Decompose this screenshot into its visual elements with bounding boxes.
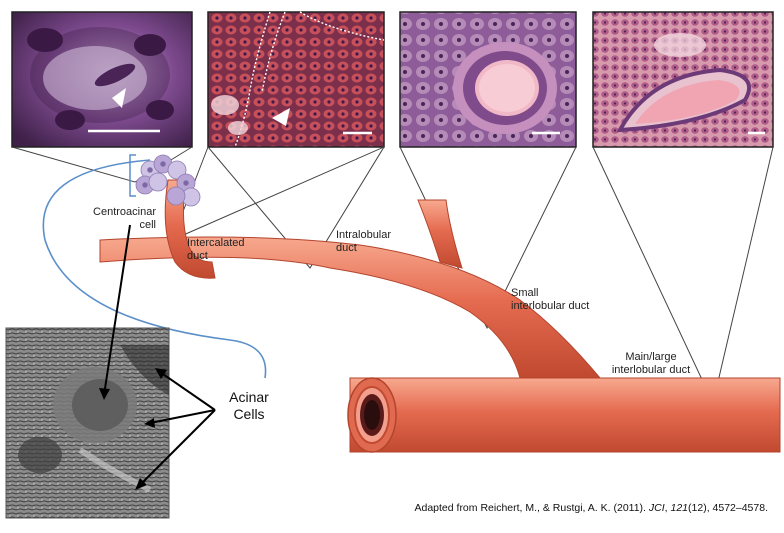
- label-small-interlobular-duct: Small interlobular duct: [511, 287, 589, 313]
- arrowhead-icon: [272, 108, 290, 126]
- label-intercalated-line1: Intercalated: [187, 237, 245, 249]
- caption-volume: 121: [670, 502, 689, 514]
- caption-suffix: (12), 4572–4578.: [688, 502, 768, 514]
- label-main-line2: interlobular duct: [611, 364, 691, 376]
- arrowhead-icon: [112, 88, 126, 108]
- arrowhead-icon: [144, 418, 155, 428]
- label-main-line1: Main/large: [625, 351, 677, 363]
- label-intralobular-line1: Intralobular: [336, 229, 392, 241]
- micrograph-interlobular: [592, 11, 774, 148]
- caption-journal: JCI: [648, 502, 665, 514]
- label-acinar-line2: Cells: [233, 406, 265, 422]
- label-intercalated-duct: Intercalated duct: [187, 237, 244, 263]
- caption-prefix: Adapted from Reichert, M., & Rustgi, A. …: [414, 502, 649, 514]
- arrowhead-icon: [155, 368, 167, 379]
- arrowhead-icon: [135, 478, 147, 490]
- electron-micrograph: [5, 327, 170, 519]
- micrograph-centroacinar: [11, 11, 193, 148]
- label-main-interlobular-duct: Main/large interlobular duct: [596, 351, 706, 377]
- citation-caption: Adapted from Reichert, M., & Rustgi, A. …: [414, 502, 768, 514]
- arrowhead-icon: [99, 388, 110, 400]
- centroacinar-bracket: [129, 154, 136, 197]
- label-small-line2: interlobular duct: [511, 300, 590, 312]
- arrowheads: [99, 368, 167, 490]
- centroacinar-cells: [135, 154, 201, 207]
- label-acinar-line1: Acinar: [229, 389, 269, 405]
- label-acinar-cells: Acinar Cells: [214, 389, 284, 423]
- duct-system: [99, 179, 781, 453]
- lobule-outline: [42, 159, 267, 379]
- pointer-arrows: [103, 224, 216, 486]
- label-centroacinar-cell: Centroacinar cell: [60, 206, 156, 232]
- micrograph-intercalated: [207, 11, 385, 148]
- caption-volume-sep: ,: [664, 502, 671, 514]
- micrograph-intralobular: [399, 11, 577, 148]
- label-centroacinar-line1: Centroacinar: [93, 206, 156, 218]
- label-intralobular-line2: duct: [336, 242, 357, 254]
- label-centroacinar-line2: cell: [139, 219, 156, 231]
- label-small-line1: Small: [511, 287, 539, 299]
- label-intralobular-duct: Intralobular duct: [336, 229, 391, 255]
- label-intercalated-line2: duct: [187, 250, 208, 262]
